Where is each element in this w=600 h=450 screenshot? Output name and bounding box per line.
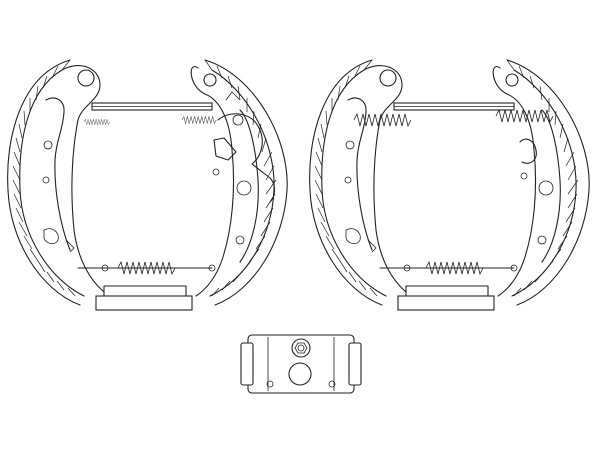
right-brake-shoe-assembly — [309, 59, 590, 311]
wheel-brake-cylinder — [240, 334, 362, 394]
left-brake-shoe-assembly — [7, 59, 288, 311]
